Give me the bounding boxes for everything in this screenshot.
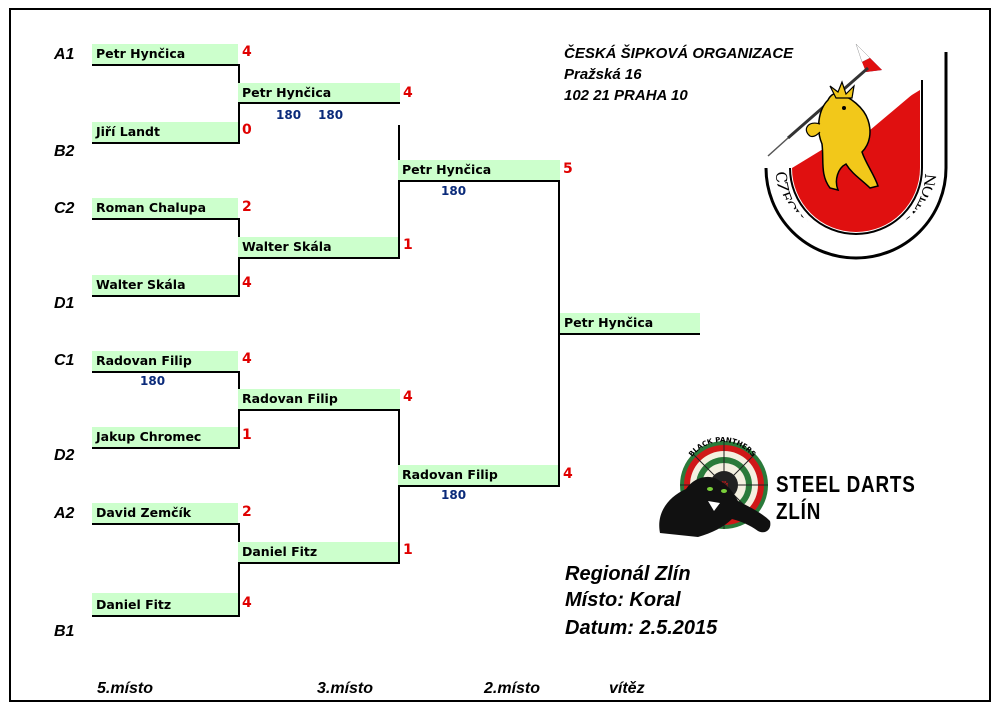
round2-180-mark: 180 [276,108,302,122]
seed-label: A2 [54,505,75,522]
round1-score: 0 [242,122,252,138]
connector-line [558,180,560,487]
seed-label: D2 [54,447,75,464]
placement-2nd: 2.místo [484,680,541,697]
round1-player: David Zemčík [92,503,238,525]
semifinal-score: 4 [563,466,573,482]
event-name: Regionál Zlín [565,563,691,585]
placement-5th: 5.místo [97,680,154,697]
seed-label: C2 [54,200,75,217]
round1-player: Daniel Fitz [92,593,238,617]
seed-label: A1 [54,46,75,63]
round2-player: Daniel Fitz [238,542,400,564]
round1-score: 2 [242,199,252,215]
organization-city: 102 21 PRAHA 10 [564,87,688,104]
round2-score: 1 [403,237,413,253]
round1-score: 4 [242,351,252,367]
club-name: STEEL DARTS ZLÍN [776,471,916,524]
round1-player: Jiří Landt [92,122,238,144]
round2-player: Walter Skála [238,237,400,259]
round1-player: Jakup Chromec [92,427,238,449]
semifinal-score: 5 [563,161,573,177]
round2-180-mark: 180 [318,108,344,122]
seed-label: B2 [54,143,75,160]
seed-label: D1 [54,295,75,312]
semifinal-180-mark: 180 [441,488,467,502]
organization-street: Pražská 16 [564,66,642,83]
round2-score: 4 [403,85,413,101]
event-date: Datum: 2.5.2015 [565,617,718,639]
round1-score: 4 [242,44,252,60]
semifinal-player: Radovan Filip [398,465,560,487]
round2-player: Petr Hynčica [238,83,400,104]
placement-3rd: 3.místo [317,680,374,697]
round1-180-mark: 180 [140,374,166,388]
round2-score: 1 [403,542,413,558]
connector-line [398,125,400,258]
bracket-frame [9,8,991,702]
round1-score: 1 [242,427,252,443]
round1-player: Radovan Filip [92,351,238,373]
round2-player: Radovan Filip [238,389,400,411]
round1-player: Petr Hynčica [92,44,238,66]
seed-label: B1 [54,623,75,640]
connector-line [238,523,240,617]
round1-player: Walter Skála [92,275,238,297]
black-panthers-logo: BLACK PANTHERS [659,437,771,537]
semifinal-180-mark: 180 [441,184,467,198]
seed-label: C1 [54,352,75,369]
semifinal-player: Petr Hynčica [398,160,560,182]
round1-player: Roman Chalupa [92,198,238,220]
czech-darts-organisation-logo: CZECH DARTS ORGANISATION [764,43,948,260]
round1-score: 4 [242,595,252,611]
winner-player: Petr Hynčica [560,313,700,335]
round1-score: 2 [242,504,252,520]
connector-line [238,64,240,144]
round2-score: 4 [403,389,413,405]
placement-winner: vítěz [609,680,645,697]
round1-score: 4 [242,275,252,291]
organization-name: ČESKÁ ŠIPKOVÁ ORGANIZACE [564,45,794,62]
event-venue: Místo: Koral [565,589,681,611]
